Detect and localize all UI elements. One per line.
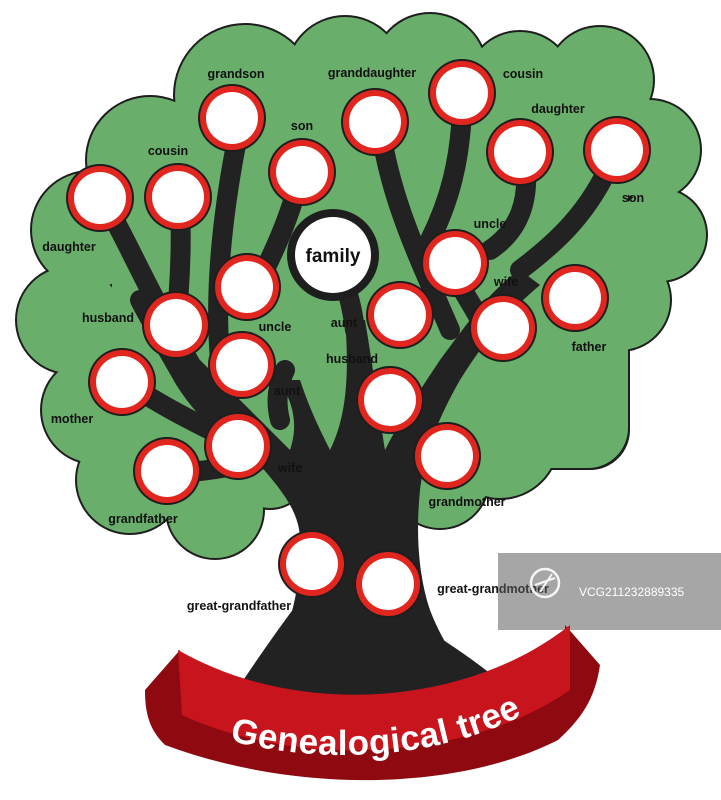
photo-slot[interactable] (374, 289, 426, 341)
photo-slot[interactable] (221, 261, 273, 313)
portrait-frame-wife-left[interactable] (204, 412, 272, 480)
label-grandmother: grandmother (428, 495, 505, 509)
photo-slot[interactable] (276, 146, 328, 198)
tree-foliage (15, 12, 708, 560)
banner-front (178, 625, 570, 751)
photo-slot[interactable] (206, 92, 258, 144)
photo-slot[interactable] (477, 302, 529, 354)
photo-slot[interactable] (152, 171, 204, 223)
portrait-frame-aunt-center[interactable] (366, 281, 434, 349)
watermark: VCG211232889335 (498, 553, 721, 630)
label-son-right: son (622, 191, 644, 205)
portrait-frame-great-grandmother[interactable] (354, 550, 422, 618)
label-grandson: grandson (208, 67, 265, 81)
portrait-frame-granddaughter[interactable] (341, 88, 409, 156)
portrait-frame-wife-right[interactable] (469, 294, 537, 362)
portrait-frame-father[interactable] (541, 264, 609, 332)
photo-slot[interactable] (349, 96, 401, 148)
label-wife-left: wife (277, 461, 302, 475)
label-aunt-center: aunt (331, 316, 358, 330)
label-husband-left: husband (82, 311, 134, 325)
photo-slot[interactable] (286, 538, 338, 590)
label-daughter-left: daughter (42, 240, 96, 254)
portrait-frame-daughter-top[interactable] (486, 118, 554, 186)
portrait-frame-husband-left[interactable] (142, 291, 210, 359)
label-cousin-left: cousin (148, 144, 188, 158)
portrait-frame-grandfather[interactable] (133, 437, 201, 505)
photo-slot[interactable] (364, 374, 416, 426)
label-husband-center: husband (326, 352, 378, 366)
photo-slot[interactable] (141, 445, 193, 497)
photo-slot[interactable] (591, 124, 643, 176)
portrait-frame-grandson[interactable] (198, 84, 266, 152)
portrait-frame-cousin-top[interactable] (428, 59, 496, 127)
banner-ribbon (145, 625, 600, 781)
photo-slot[interactable] (96, 356, 148, 408)
portrait-frame-great-grandfather[interactable] (278, 530, 346, 598)
portrait-frame-mother[interactable] (88, 348, 156, 416)
portrait-frame-son-right[interactable] (583, 116, 651, 184)
vcg-logo-icon (529, 567, 561, 599)
portrait-frame-uncle-left[interactable] (213, 253, 281, 321)
portrait-frame-husband-center[interactable] (356, 366, 424, 434)
portrait-frame-daughter-left[interactable] (66, 164, 134, 232)
label-father: father (572, 340, 607, 354)
label-uncle-right: uncle (474, 217, 507, 231)
photo-slot[interactable] (494, 126, 546, 178)
label-grandfather: grandfather (108, 512, 178, 526)
portrait-frames (66, 59, 651, 618)
photo-slot[interactable] (362, 558, 414, 610)
photo-slot[interactable] (212, 420, 264, 472)
label-wife-right: wife (493, 275, 518, 289)
portrait-frame-aunt-left[interactable] (208, 331, 276, 399)
portrait-frame-cousin-left[interactable] (144, 163, 212, 231)
label-great-grandfather: great-grandfather (187, 599, 291, 613)
label-uncle-left: uncle (259, 320, 292, 334)
label-granddaughter: granddaughter (328, 66, 416, 80)
photo-slot[interactable] (150, 299, 202, 351)
label-cousin-top: cousin (503, 67, 543, 81)
relationship-labels: grandson granddaughter cousin daughter son so… (42, 66, 644, 613)
family-label: family (306, 246, 361, 267)
watermark-text: VCG211232889335 (579, 585, 685, 599)
photo-slot[interactable] (421, 430, 473, 482)
photo-slot[interactable] (429, 237, 481, 289)
portrait-frame-grandmother[interactable] (413, 422, 481, 490)
photo-slot[interactable] (74, 172, 126, 224)
photo-slot[interactable] (436, 67, 488, 119)
title-banner: Genealogical tree (145, 625, 600, 781)
label-daughter-top: daughter (531, 102, 585, 116)
portrait-frame-uncle-right[interactable] (421, 229, 489, 297)
family-node: family (287, 209, 379, 301)
label-mother: mother (51, 412, 94, 426)
photo-slot[interactable] (216, 339, 268, 391)
label-son-top: son (291, 119, 313, 133)
portrait-frame-son-top[interactable] (268, 138, 336, 206)
label-aunt-left: aunt (274, 384, 301, 398)
photo-slot[interactable] (549, 272, 601, 324)
